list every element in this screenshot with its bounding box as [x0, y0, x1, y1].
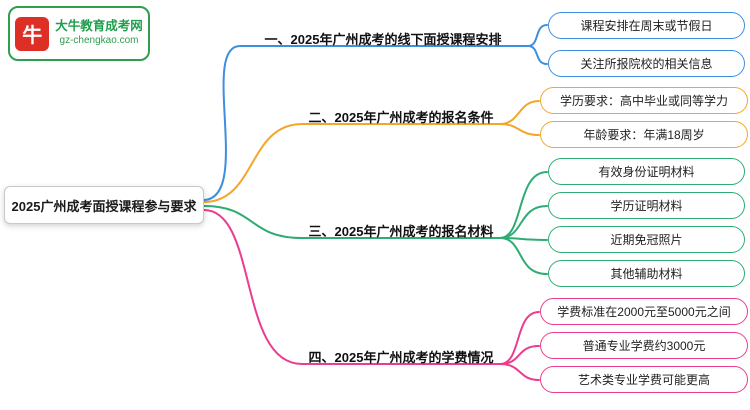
leaf-node: 近期免冠照片 — [548, 226, 745, 253]
branch-1-lines — [203, 24, 548, 201]
branch-topic-3: 三、2025年广州成考的报名材料 — [308, 224, 494, 239]
branch-topic-2: 二、2025年广州成考的报名条件 — [308, 110, 494, 125]
site-name: 大牛教育成考网 — [55, 19, 143, 34]
leaf-node: 学历要求：高中毕业或同等学力 — [540, 87, 748, 114]
root-topic-node: 2025广州成考面授课程参与要求 — [4, 186, 204, 224]
leaf-node: 学费标准在2000元至5000元之间 — [540, 298, 748, 325]
site-url: gz-chengkao.com — [59, 35, 139, 47]
branch-3-lines — [203, 171, 548, 275]
site-logo: 牛 大牛教育成考网 gz-chengkao.com — [8, 6, 150, 61]
logo-text-block: 大牛教育成考网 gz-chengkao.com — [55, 19, 143, 47]
leaf-node: 其他辅助材料 — [548, 260, 745, 287]
branch-2-lines — [203, 100, 540, 203]
leaf-node: 普通专业学费约3000元 — [540, 332, 748, 359]
leaf-node: 课程安排在周末或节假日 — [548, 12, 745, 39]
leaf-node: 年龄要求：年满18周岁 — [540, 121, 748, 148]
leaf-node: 关注所报院校的相关信息 — [548, 50, 745, 77]
leaf-node: 有效身份证明材料 — [548, 158, 745, 185]
branch-topic-1: 一、2025年广州成考的线下面授课程安排 — [264, 32, 502, 47]
leaf-node: 艺术类专业学费可能更高 — [540, 366, 748, 393]
branch-topic-4: 四、2025年广州成考的学费情况 — [308, 350, 494, 365]
bull-logo-icon: 牛 — [15, 16, 50, 51]
branch-4-lines — [203, 209, 540, 381]
leaf-node: 学历证明材料 — [548, 192, 745, 219]
